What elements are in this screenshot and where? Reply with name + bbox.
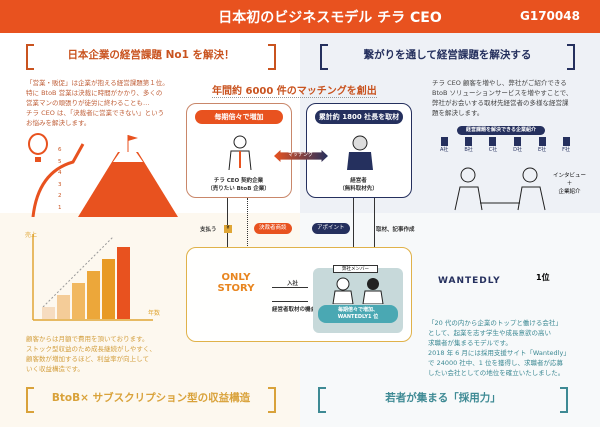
bar-6 [117, 247, 130, 319]
building-icon [562, 137, 570, 146]
rank-label: 1位 [536, 273, 550, 282]
line [374, 198, 375, 248]
executive-icon [347, 135, 373, 170]
line [227, 198, 228, 248]
top-left-text: 「営業・販促」は企業が抱える経営課題第１位。特に BtoB 営業は決裁に時間がか… [26, 79, 169, 127]
bottom-right-text: 「20 代の内から企業のトップと働ける会社」として、起業を志す学生や成長意欲の高… [428, 319, 570, 377]
client-box: 毎期倍々で増加 チラ CEO 契約企業（売りたい BtoB 企業） [186, 103, 292, 198]
appoint-tag: アポイント [312, 223, 350, 234]
header-bar: 日本初のビジネスモデル チラ CEO G170048 [0, 0, 600, 33]
arrow [272, 301, 308, 302]
company-f: F社 [562, 137, 570, 153]
line [247, 198, 248, 248]
growth-pill: 毎期倍々で増加 [195, 110, 283, 124]
wantedly-pill: 毎期倍々で増加、WANTEDLY1 位 [318, 305, 398, 323]
interview-illustration [454, 167, 546, 211]
bottom-left-text: 顧客からは月額で費用を頂いております。ストック型収益のため成長継続がしやすく、顧… [26, 335, 156, 373]
section-title-bottom-right: 若者が集まる「採用力」 [318, 387, 568, 413]
members-icon [332, 277, 384, 304]
client-caption: チラ CEO 契約企業（売りたい BtoB 企業） [207, 178, 270, 192]
matching-heading: 年間約 6000 件のマッチングを創出 [212, 82, 377, 98]
bar-4 [87, 271, 100, 319]
mountain-illustration [28, 133, 178, 217]
bar-5 [102, 259, 115, 319]
matching-label: マッチング [288, 152, 314, 158]
revenue-chart [32, 234, 153, 321]
code: G170048 [520, 9, 580, 23]
pay-label: 支払う [200, 227, 217, 233]
building-icon [465, 137, 473, 146]
company-e: E社 [538, 137, 546, 153]
join-label: 入社 [287, 281, 299, 287]
ceo-box: 累計約 1800 社長を取材 経営者（無料取材先） [306, 103, 412, 198]
interviewed-pill: 累計約 1800 社長を取材 [315, 110, 403, 124]
matching-arrow [274, 150, 328, 162]
arrow [272, 287, 308, 288]
company-list: A社 B社 C社 D社 E社 F社 [440, 137, 570, 153]
bar-2 [57, 295, 70, 319]
ceo-caption: 経営者（無料取材先） [339, 178, 378, 192]
building-icon [440, 137, 448, 146]
bar-1 [42, 307, 55, 319]
trend-line [42, 236, 114, 308]
building-icon [514, 137, 522, 146]
company-c: C社 [489, 137, 497, 153]
yen-icon: ¥ [224, 225, 232, 233]
interview-work-label: 取材、記事作成 [376, 227, 415, 233]
bar-3 [72, 283, 85, 319]
section-title-top-left: 日本企業の経営課題 No1 を解決！ [26, 44, 276, 70]
page-title: 日本初のビジネスモデル チラ CEO [218, 10, 442, 26]
building-icon [489, 137, 497, 146]
balloon-icon [28, 133, 48, 162]
opportunity-label: 経営者取材の機会 [272, 307, 317, 313]
company-banner: 経営課題を解決できる企業紹介 [457, 126, 545, 135]
businessman-icon [228, 135, 252, 170]
wantedly-logo: WANTEDLY [438, 276, 501, 286]
decision-tag: 決裁者商談 [254, 223, 292, 234]
members-box: 弊社メンバー 毎期倍々で増加、WANTEDLY1 位 [313, 265, 403, 333]
company-d: D社 [513, 137, 522, 153]
line [353, 198, 354, 248]
y-label: 売上 [25, 232, 38, 239]
company-b: B社 [464, 137, 473, 153]
section-title-top-right: 繋がりを通して経営課題を解決する [320, 44, 575, 70]
x-label: 年数 [148, 310, 161, 317]
company-a: A社 [440, 137, 448, 153]
members-label: 弊社メンバー [333, 265, 378, 273]
section-title-bottom-left: BtoB× サブスクリプション型の収益構造 [26, 387, 276, 413]
interview-label: インタビュー ＋ 企業紹介 [553, 173, 587, 195]
only-story-logo: ONLY STORY [217, 272, 255, 294]
building-icon [538, 137, 546, 146]
